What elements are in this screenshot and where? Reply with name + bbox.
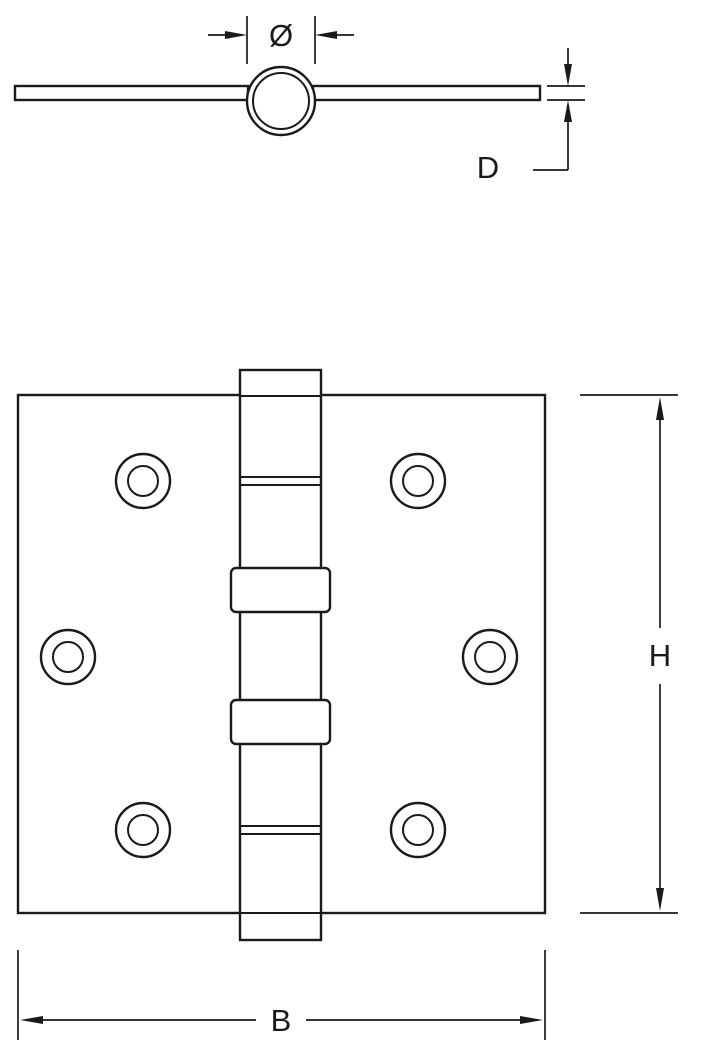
knuckle-outer-circle xyxy=(245,65,317,137)
dim-width: B xyxy=(17,950,546,1040)
arrow-right-icon xyxy=(225,31,247,39)
arrow-up-icon xyxy=(656,397,664,420)
height-label: H xyxy=(649,638,671,673)
arrow-right-icon xyxy=(520,1016,543,1024)
leaf-thickness-label: D xyxy=(477,150,499,185)
dim-height: H xyxy=(580,394,678,914)
arrow-down-icon xyxy=(656,888,664,911)
bearing-ring-upper xyxy=(229,566,332,614)
knuckle-inner-circle xyxy=(252,72,310,130)
dim-leaf-thickness: D xyxy=(477,48,585,185)
arrow-left-icon xyxy=(20,1016,43,1024)
width-label: B xyxy=(271,1003,292,1038)
arrow-left-icon xyxy=(315,31,337,39)
top-view: Ø D xyxy=(13,16,585,185)
screw-hole xyxy=(461,628,519,686)
bearing-ring-lower xyxy=(229,698,332,746)
arrow-down-icon xyxy=(564,64,572,86)
arrow-up-icon xyxy=(564,100,572,122)
dim-pin-diameter: Ø xyxy=(208,16,354,64)
front-view: H B xyxy=(16,368,678,1040)
left-leaf-profile xyxy=(13,84,250,102)
right-leaf-profile xyxy=(311,84,542,102)
screw-hole xyxy=(389,452,447,510)
screw-hole xyxy=(389,801,447,859)
screw-hole xyxy=(39,628,97,686)
screw-hole xyxy=(114,801,172,859)
pin-diameter-label: Ø xyxy=(269,18,293,53)
screw-hole xyxy=(114,452,172,510)
knuckle-column xyxy=(238,368,323,942)
